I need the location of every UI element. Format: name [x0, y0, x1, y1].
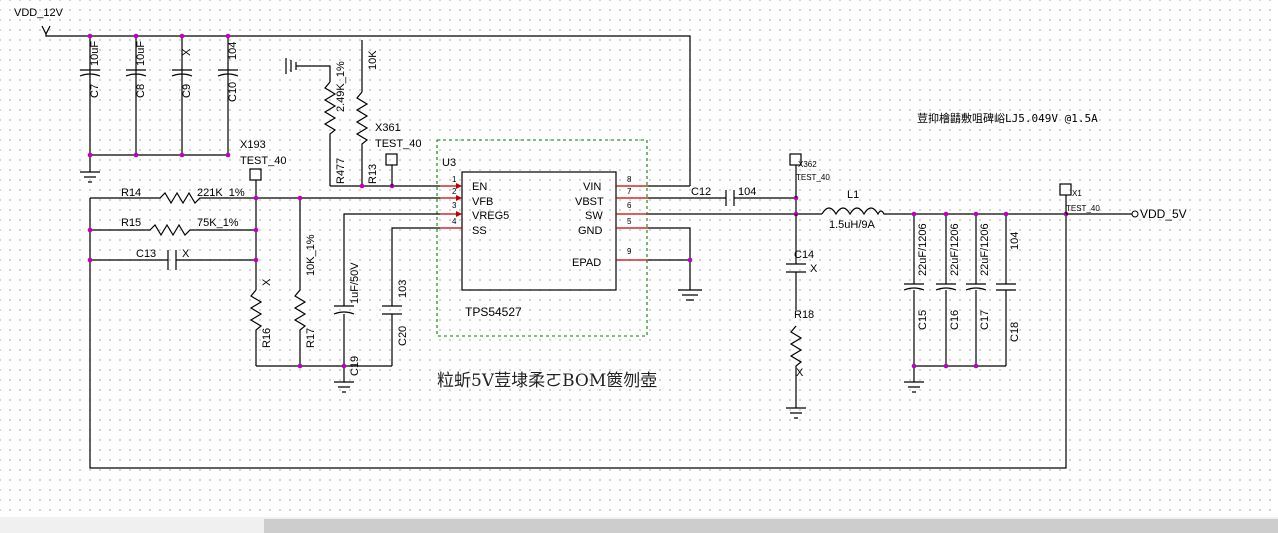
pin5-num: 5	[627, 217, 632, 226]
pin-vfb-name: VFB	[472, 196, 493, 208]
c13-ref: C13	[136, 248, 156, 260]
bom-note: 粒蚚5V荳埭柔ㄛBOM篋刎壺	[437, 371, 657, 391]
feedback-network: R14 221K_1% R15 75K_1% C13 X X R16 10K_1…	[87, 187, 1067, 469]
pin-epad-name: EPAD	[572, 257, 601, 269]
pin-en-name: EN	[472, 181, 487, 193]
pin-sw-name: SW	[585, 210, 603, 222]
ground-symbol-snubber	[786, 407, 806, 419]
x362-ref: X362	[798, 160, 817, 169]
c20-value: 103	[397, 280, 409, 298]
r15-value: 75K_1%	[197, 217, 239, 229]
c19-value: 1uF/50V	[349, 262, 361, 304]
c8-ref: C8	[135, 84, 147, 98]
horizontal-scrollbar[interactable]	[0, 517, 1278, 533]
x193-ref: X193	[240, 139, 266, 151]
c10-ref: C10	[227, 82, 239, 102]
pin2-num: 2	[452, 187, 457, 196]
r18-ref: R18	[794, 309, 814, 321]
switch-node: X362 TEST_40 C14 X R18 X	[786, 153, 830, 419]
c12-ref: C12	[691, 186, 711, 198]
pin-vreg5-name: VREG5	[472, 210, 509, 222]
c14-ref: C14	[794, 249, 814, 261]
r15-ref: R15	[121, 217, 141, 229]
r17-value: 10K_1%	[305, 234, 317, 276]
pin-vin-name: VIN	[583, 181, 601, 193]
c8-value: 10uF	[135, 41, 147, 66]
vdd-12v-label: VDD_12V	[14, 7, 64, 19]
u3-part: TPS54527	[465, 305, 522, 319]
r18-value: X	[796, 367, 804, 379]
ic-outline-dashed	[436, 139, 648, 337]
x193-value: TEST_40	[240, 155, 286, 167]
pin4-num: 4	[452, 217, 457, 226]
c15-ref: C15	[917, 310, 929, 330]
r14-value: 221K_1%	[197, 187, 245, 199]
c10-value: 104	[227, 42, 239, 60]
pin6-num: 6	[627, 201, 632, 210]
test-point-x361: X361 TEST_40	[375, 122, 421, 186]
u3-body	[461, 171, 617, 291]
l1-value: 1.5uH/9A	[829, 219, 876, 231]
r13-ref: R13	[367, 164, 379, 184]
c17-value: 22uF/1206	[979, 223, 991, 276]
pin1-num: 1	[452, 175, 457, 184]
inductor-l1: L1 1.5uH/9A	[821, 189, 1066, 231]
x362-value: TEST_40	[796, 173, 830, 182]
r13-value: 10K	[367, 50, 379, 70]
vdd-12v-net: VDD_12V	[14, 7, 691, 186]
r16-value: X	[261, 278, 273, 286]
test-point-x193: X193 TEST_40	[240, 139, 286, 198]
c16-value: 22uF/1206	[949, 223, 961, 276]
x361-value: TEST_40	[375, 138, 421, 150]
c20-ref: C20	[397, 326, 409, 346]
output-spec-note: 荳抑檜鼱敷咀碑峪LJ5.049V @1.5A	[917, 111, 1098, 125]
c9-value: X	[181, 48, 193, 56]
ground-symbol-ic	[678, 289, 702, 301]
pin8-num: 8	[627, 175, 632, 184]
pin-ss-name: SS	[472, 225, 487, 237]
x361-ref: X361	[375, 122, 401, 134]
r477-ref: R477	[335, 158, 347, 184]
x1-ref: X1	[1072, 189, 1082, 198]
pin3-num: 3	[452, 201, 457, 210]
output-capacitors: 22uF/1206 C15 22uF/1206 C16 22uF/1206 C1…	[903, 211, 1069, 393]
ground-symbol-feedback	[334, 381, 354, 393]
c17-ref: C17	[979, 310, 991, 330]
c18-value: 104	[1009, 232, 1021, 250]
r14-ref: R14	[121, 187, 141, 199]
c7-value: 10uF	[89, 41, 101, 66]
en-divider: 2.49K_1% R477 10K R13	[285, 40, 440, 189]
pin-vbst-name: VBST	[575, 196, 604, 208]
ground-symbol-input-caps	[80, 171, 100, 183]
c13-value: X	[182, 248, 190, 260]
vdd-5v-label: VDD_5V	[1140, 207, 1187, 221]
u3-ref: U3	[442, 157, 456, 169]
schematic-canvas[interactable]: VDD_12V C7 10uF C8 10uF C9 X C10 104	[0, 0, 1278, 517]
ground-symbol-en	[285, 58, 297, 74]
c14-value: X	[810, 263, 818, 275]
input-capacitors: C7 10uF C8 10uF C9 X C10 104	[79, 33, 239, 183]
pin9-num: 9	[627, 247, 632, 256]
ic-u3: U3 TPS54527 1 2 3 4 EN VFB VREG5 SS 8 7 …	[436, 139, 648, 337]
c9-ref: C9	[181, 84, 193, 98]
r477-value: 2.49K_1%	[335, 61, 347, 112]
test-point-x1: X1 TEST_40	[1059, 183, 1100, 214]
c15-value: 22uF/1206	[917, 223, 929, 276]
r16-ref: R16	[261, 328, 273, 348]
c16-ref: C16	[949, 310, 961, 330]
ground-symbol-output	[904, 381, 924, 393]
c18-ref: C18	[1009, 322, 1021, 342]
l1-ref: L1	[847, 189, 859, 201]
pin-gnd-name: GND	[578, 225, 603, 237]
scrollbar-thumb[interactable]	[264, 519, 1278, 533]
vdd-5v-net: VDD_5V	[1066, 207, 1187, 221]
schematic-drawing: VDD_12V C7 10uF C8 10uF C9 X C10 104	[14, 7, 1187, 469]
c12-value: 104	[738, 186, 756, 198]
pin7-num: 7	[627, 187, 632, 196]
r17-ref: R17	[305, 328, 317, 348]
c7-ref: C7	[89, 84, 101, 98]
x1-value: TEST_40	[1066, 204, 1100, 213]
